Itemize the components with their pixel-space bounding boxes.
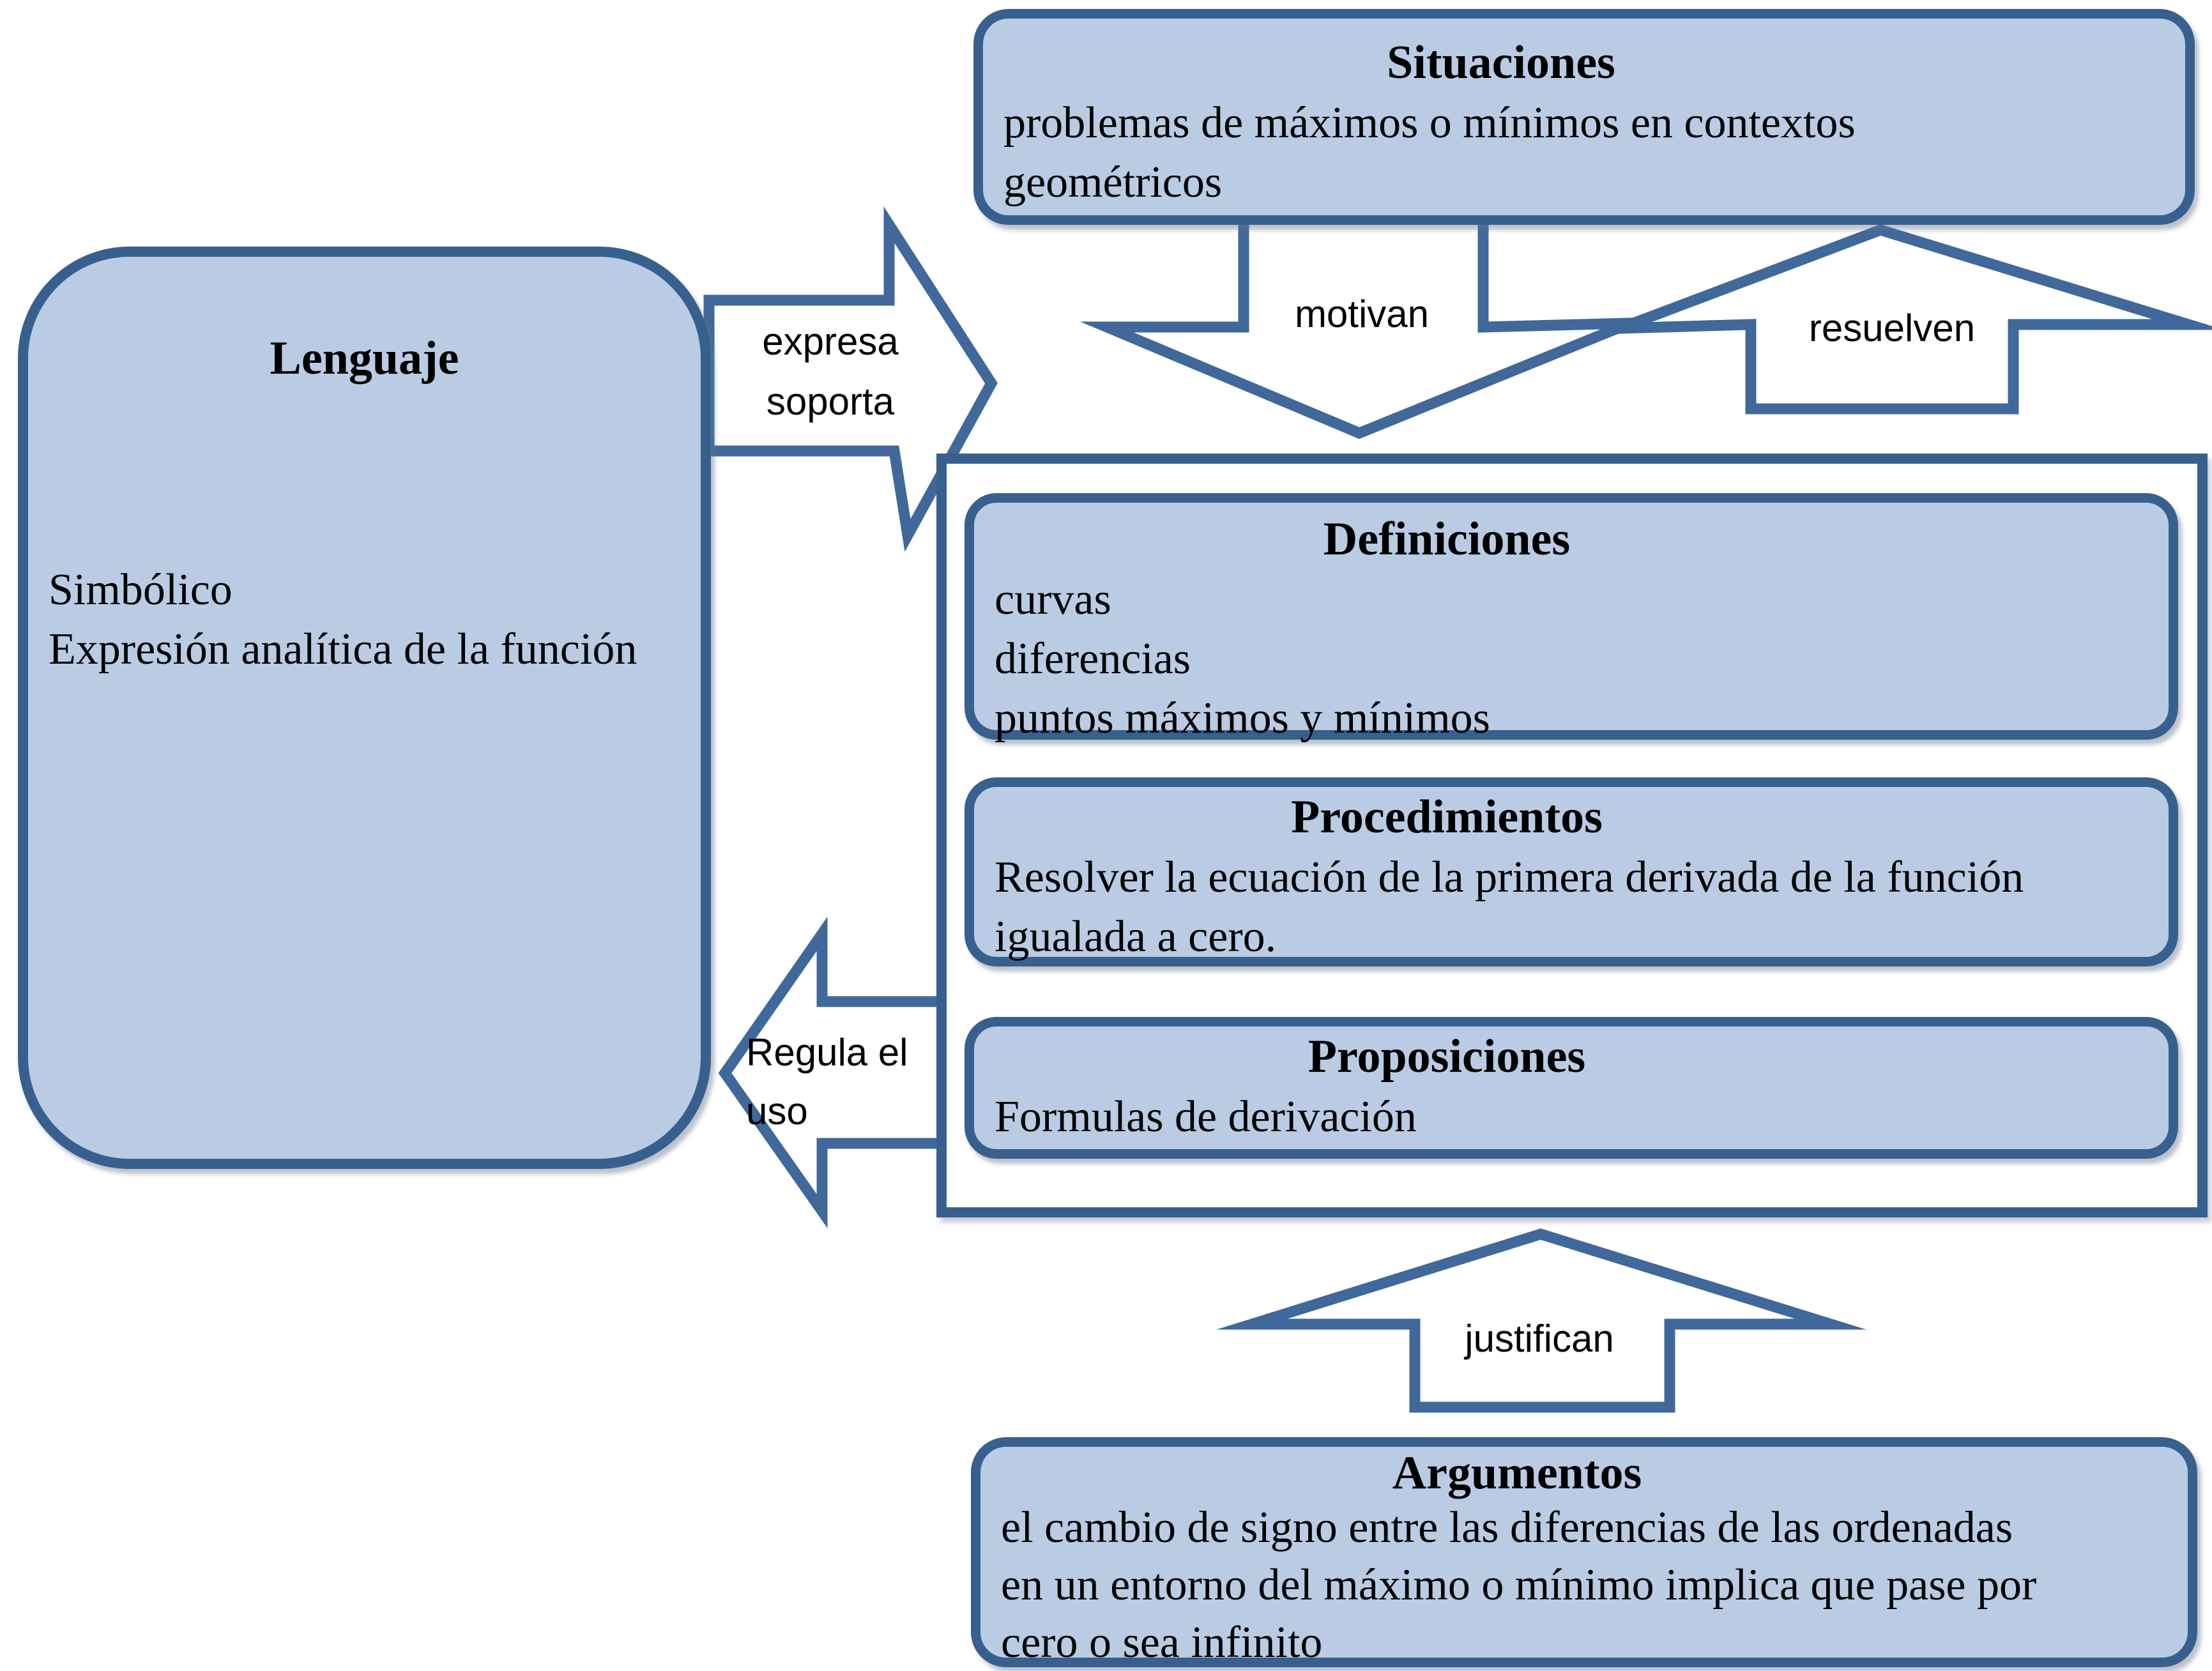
regula-el-uso-label: Regula el uso bbox=[746, 1023, 908, 1141]
situaciones-title: Situaciones bbox=[1387, 36, 1615, 89]
uso-label-line: uso bbox=[746, 1090, 808, 1133]
lenguaje-line: Simbólico bbox=[49, 565, 233, 614]
motivan-arrow bbox=[1079, 211, 1660, 439]
resuelven-label: resuelven bbox=[1808, 307, 1976, 349]
justifican-arrow bbox=[1216, 1228, 1867, 1413]
argumentos-box: Argumentos el cambio de signo entre las … bbox=[971, 1437, 2197, 1667]
proposiciones-box: Proposiciones Formulas de derivación bbox=[965, 1017, 2178, 1159]
resuelven-arrow bbox=[1587, 224, 2212, 415]
definiciones-line: diferencias bbox=[995, 634, 1191, 683]
motivan-label: motivan bbox=[1294, 293, 1430, 335]
justifican-label: justifican bbox=[1465, 1317, 1614, 1360]
situaciones-box: Situaciones problemas de máximos o mínim… bbox=[973, 9, 2195, 225]
argumentos-line: en un entorno del máximo o mínimo implic… bbox=[1001, 1560, 2037, 1610]
lenguaje-line: Expresión analítica de la función bbox=[49, 625, 637, 674]
argumentos-title: Argumentos bbox=[1392, 1447, 1642, 1499]
definiciones-line: curvas bbox=[995, 575, 1111, 624]
procedimientos-title: Procedimientos bbox=[1291, 791, 1603, 843]
expresa-soporta-label: expresa soporta bbox=[728, 312, 933, 432]
proposiciones-line: Formulas de derivación bbox=[995, 1092, 1417, 1141]
lenguaje-box: Lenguaje Simbólico Expresión analítica d… bbox=[18, 247, 711, 1169]
argumentos-line: cero o sea infinito bbox=[1001, 1618, 1323, 1667]
procedimientos-line: igualada a cero. bbox=[995, 912, 1277, 961]
definiciones-title: Definiciones bbox=[1323, 513, 1571, 565]
regula-label-line: Regula el bbox=[746, 1031, 908, 1074]
proposiciones-title: Proposiciones bbox=[1308, 1030, 1586, 1083]
expresa-label-line: expresa bbox=[762, 320, 899, 363]
procedimientos-box: Procedimientos Resolver la ecuación de l… bbox=[965, 777, 2178, 966]
definiciones-line: puntos máximos y mínimos bbox=[995, 694, 1490, 743]
procedimientos-line: Resolver la ecuación de la primera deriv… bbox=[995, 853, 2024, 902]
lenguaje-title: Lenguaje bbox=[270, 332, 459, 385]
situaciones-line: problemas de máximos o mínimos en contex… bbox=[1003, 98, 1856, 148]
argumentos-line: el cambio de signo entre las diferencias… bbox=[1001, 1503, 2013, 1552]
definiciones-box: Definiciones curvas diferencias puntos m… bbox=[965, 493, 2178, 743]
situaciones-line: geométricos bbox=[1003, 158, 1223, 207]
soporta-label-line: soporta bbox=[766, 380, 895, 423]
